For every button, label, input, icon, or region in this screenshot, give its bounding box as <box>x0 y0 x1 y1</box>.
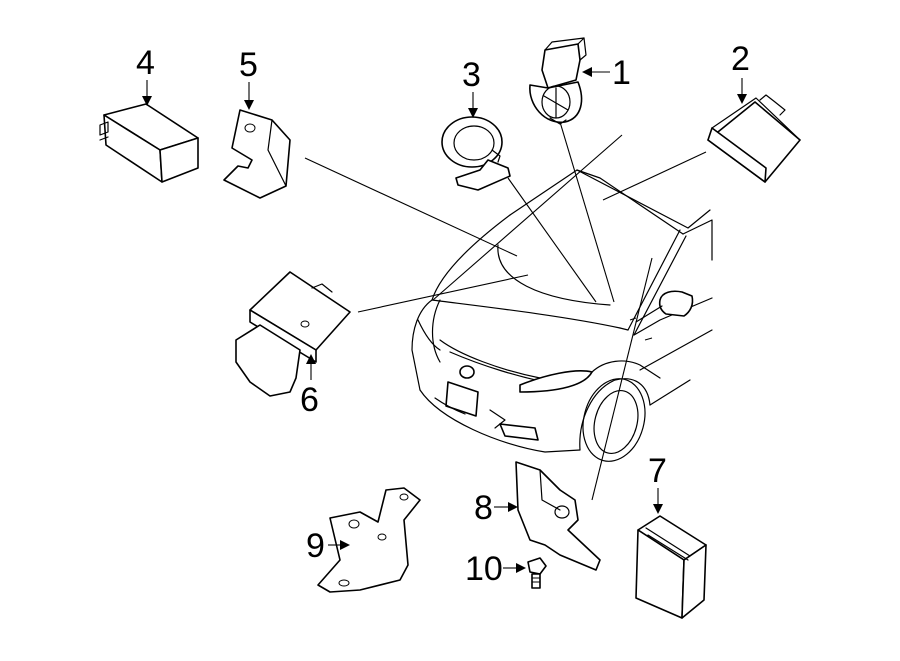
front-wheel <box>582 378 646 462</box>
bumper-bottom <box>419 389 581 453</box>
part-4-module <box>99 103 199 183</box>
leader-6 <box>357 274 529 313</box>
callout-7: 7 <box>648 452 667 490</box>
license-plate <box>445 381 479 417</box>
side-mirror <box>658 290 694 317</box>
callout-3: 3 <box>462 56 481 94</box>
part-2-module <box>707 94 801 183</box>
headlight-left <box>417 319 441 351</box>
bumper-left <box>411 299 433 391</box>
leader-2 <box>602 151 707 201</box>
part-7-control-unit <box>635 515 707 619</box>
part-8-bracket <box>515 461 601 571</box>
leader-hood-edge <box>432 134 623 301</box>
callout-6: 6 <box>300 381 319 419</box>
fog-light <box>499 423 539 441</box>
part-5-bracket <box>223 109 291 199</box>
callout-10: 10 <box>465 550 503 588</box>
part-1-sensor <box>529 37 587 125</box>
callout-5: 5 <box>239 46 258 84</box>
leader-5 <box>304 157 518 257</box>
grille <box>439 339 576 383</box>
hood-crease <box>497 244 611 306</box>
callout-arrows <box>142 67 747 573</box>
hood-left-edge <box>431 214 511 301</box>
callout-8: 8 <box>474 489 493 527</box>
callout-9: 9 <box>306 527 325 565</box>
callout-4: 4 <box>136 44 155 82</box>
part-3-ring-sensor <box>441 116 511 191</box>
emblem <box>459 365 475 379</box>
wheel-arch <box>579 378 651 451</box>
callout-1: 1 <box>612 54 631 92</box>
part-10-bolt <box>527 557 547 589</box>
part-9-bracket <box>317 487 421 593</box>
vehicle-illustration <box>411 169 713 462</box>
leader-3 <box>507 177 597 303</box>
headlight-right <box>519 370 593 393</box>
callout-numbers: 1 2 3 4 5 6 7 8 9 10 <box>136 40 750 588</box>
part-6-module <box>235 271 351 397</box>
hood-front-edge <box>431 299 621 329</box>
leader-1 <box>559 121 615 303</box>
windshield-top <box>509 169 711 229</box>
callout-2: 2 <box>731 40 750 78</box>
